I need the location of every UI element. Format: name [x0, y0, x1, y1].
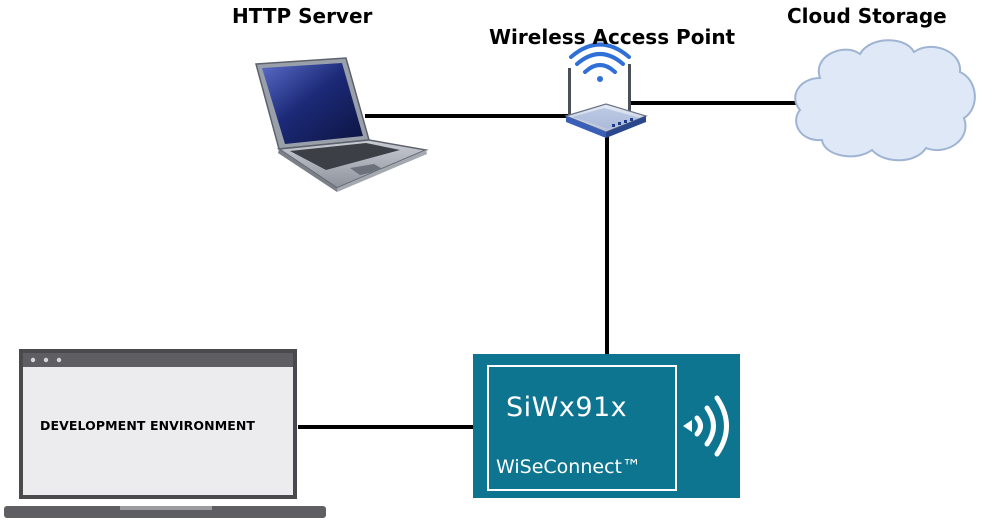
- cloud-icon: [794, 39, 976, 162]
- device-brand: WiSeConnect™: [496, 456, 641, 478]
- router-icon: [564, 42, 648, 138]
- access-point-label: Wireless Access Point: [489, 25, 736, 49]
- development-environment-label: DEVELOPMENT ENVIRONMENT: [40, 418, 256, 433]
- wireless-signal-icon: [694, 395, 729, 457]
- laptop-icon: [255, 57, 429, 192]
- connection-lines: [298, 101, 822, 429]
- http-server-label: HTTP Server: [232, 4, 373, 28]
- device-name: SiWx91x: [506, 392, 628, 423]
- window-laptop-icon: [4, 349, 326, 518]
- device-module: [473, 354, 740, 498]
- cloud-storage-label: Cloud Storage: [787, 4, 947, 28]
